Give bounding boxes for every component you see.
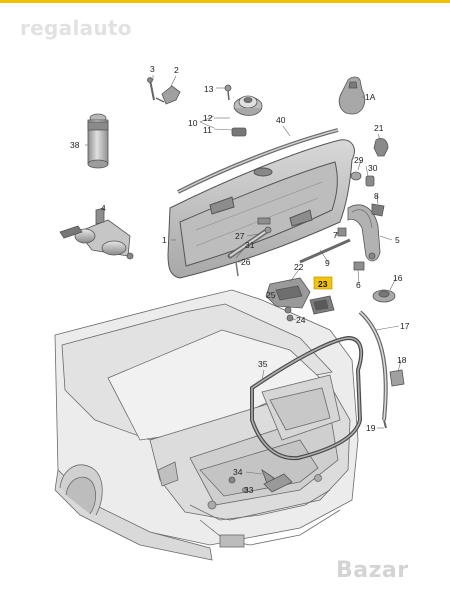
callout-35: 35	[258, 359, 268, 369]
callout-29: 29	[354, 155, 364, 165]
callout-13: 13	[204, 84, 214, 94]
callout-30: 30	[368, 163, 378, 173]
callout-40: 40	[276, 115, 286, 125]
callout-3: 3	[150, 64, 155, 74]
callout-16: 16	[393, 273, 403, 283]
callout-8: 8	[374, 191, 379, 201]
callout-27: 27	[235, 231, 245, 241]
hinge-5	[347, 204, 381, 262]
callout-21: 21	[374, 123, 384, 133]
top-accent-rule	[0, 0, 450, 3]
grommet-16	[372, 289, 396, 303]
callout-12: 12	[203, 113, 213, 123]
callout-11: 11	[203, 125, 212, 135]
callout-6: 6	[356, 280, 361, 290]
callout-26: 26	[241, 257, 251, 267]
callout-9: 9	[325, 258, 330, 268]
callout-10: 10	[188, 118, 198, 128]
callout-18: 18	[397, 355, 407, 365]
callout-34: 34	[233, 467, 243, 477]
trunk-seal-35	[250, 335, 364, 461]
callout-7: 7	[333, 230, 338, 240]
rear-camera-assembly	[224, 84, 263, 137]
car-body-rear	[54, 289, 359, 561]
callout-2: 2	[174, 65, 179, 75]
watermark-regalauto: regalauto	[20, 16, 132, 40]
callout-labels: 3 2 13 12 10 11 40 1A 38 21 29 30 8 4 1 …	[70, 64, 410, 495]
callout-22: 22	[294, 262, 304, 272]
lock-actuator-22	[265, 277, 311, 314]
callout-1A: 1A	[365, 92, 376, 102]
gas-strut-27	[227, 217, 272, 277]
cable-guide-17	[358, 310, 388, 429]
trunk-lid	[167, 139, 355, 279]
callout-31: 31	[245, 240, 255, 250]
motor-unit-4	[59, 207, 134, 260]
watermark-bazar: Bazar	[336, 558, 409, 583]
callout-23: 23	[318, 279, 328, 289]
callout-17: 17	[400, 321, 410, 331]
callout-33: 33	[244, 485, 254, 495]
callout-4: 4	[101, 203, 106, 213]
trim-strip-40	[177, 128, 339, 194]
callout-19: 19	[366, 423, 376, 433]
callout-5: 5	[395, 235, 400, 245]
bottle-hook-1A	[338, 76, 366, 115]
callout-24: 24	[296, 315, 306, 325]
callout-1: 1	[162, 235, 167, 245]
spray-can-38	[87, 113, 109, 169]
highlight-box-23	[313, 276, 333, 290]
bolt-and-bracket	[147, 77, 181, 105]
callout-25: 25	[266, 290, 276, 300]
callout-38: 38	[70, 140, 80, 150]
striker-part-23	[309, 295, 335, 315]
leader-lines	[85, 75, 402, 491]
clip-18	[389, 369, 405, 387]
